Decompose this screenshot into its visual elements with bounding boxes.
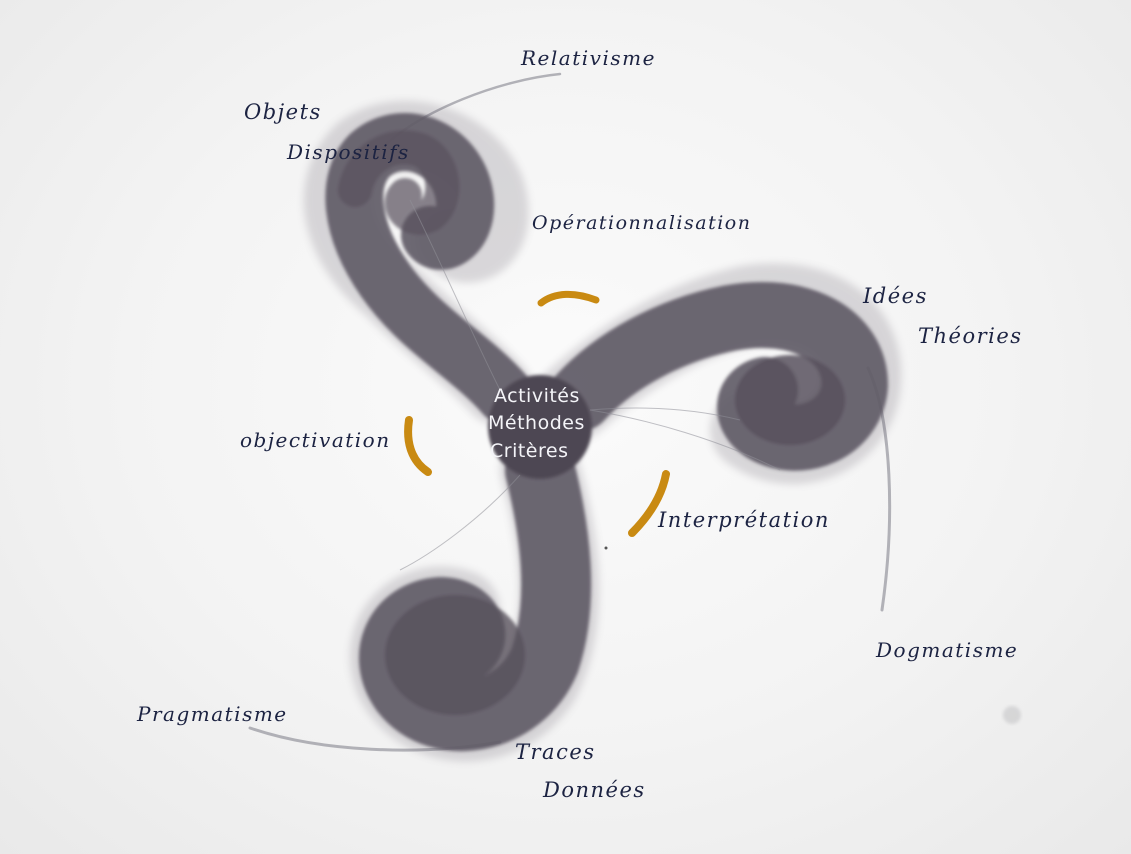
pole-traces: Traces xyxy=(515,740,596,764)
pencil-dot xyxy=(605,547,608,550)
pole-objets: Objets xyxy=(244,100,322,124)
process-interpretation: Interprétation xyxy=(658,508,830,532)
pole-theories: Théories xyxy=(918,324,1023,348)
paint-speck xyxy=(1003,706,1021,724)
thread xyxy=(400,475,520,570)
process-operationnalisation: Opérationnalisation xyxy=(532,212,751,234)
pole-dispositifs: Dispositifs xyxy=(287,140,410,164)
extreme-pragmatisme: Pragmatisme xyxy=(137,702,288,726)
operationnalisation-stroke xyxy=(541,294,596,303)
center-label-activites: Activités xyxy=(494,385,580,407)
objectivation-stroke xyxy=(408,420,428,472)
center-label-methodes: Méthodes xyxy=(488,412,585,434)
pole-idees: Idées xyxy=(863,284,928,308)
center-label-criteres: Critères xyxy=(490,440,568,462)
extreme-relativisme: Relativisme xyxy=(521,46,656,70)
pole-donnees: Données xyxy=(543,778,646,802)
process-objectivation: objectivation xyxy=(240,428,391,452)
bottom-arm-core xyxy=(385,595,525,715)
extreme-dogmatisme: Dogmatisme xyxy=(876,638,1018,662)
right-arm-core xyxy=(735,355,845,445)
